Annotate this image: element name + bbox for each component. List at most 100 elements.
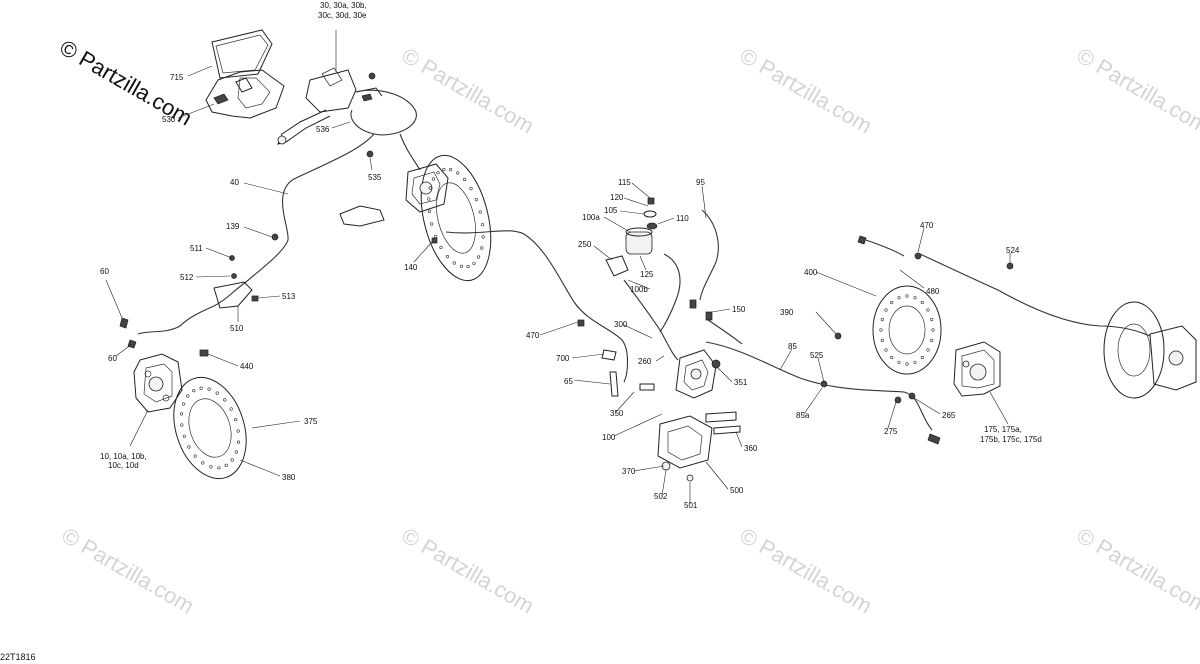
disc-vent-hole <box>477 255 481 259</box>
callout-label: 375 <box>304 417 318 426</box>
callout-label: 40 <box>230 178 239 187</box>
leader-lines <box>105 30 1011 504</box>
callout-label: 105 <box>604 206 618 215</box>
callout-label: 536 <box>316 125 330 134</box>
disc-vent-hole <box>430 222 434 226</box>
callout-label: 139 <box>226 222 240 231</box>
part-labels: 30, 30a, 30b, 30c, 30d, 30e 715 530 536 … <box>100 1 1042 510</box>
callout-label: 85 <box>788 342 797 351</box>
disc-vent-hole <box>187 445 191 449</box>
callout-label: 150 <box>732 305 746 314</box>
callout-label: 115 <box>618 178 631 187</box>
disc-vent-hole <box>880 338 884 343</box>
disc-vent-hole <box>224 463 228 468</box>
callout-label: 175b, 175c, 175d <box>980 435 1042 444</box>
disc-vent-hole <box>427 209 432 213</box>
disc-vent-hole <box>230 458 234 462</box>
callout-label: 125 <box>640 270 654 279</box>
callout-label: 470 <box>920 221 934 230</box>
watermark-group: © Partzilla.com © Partzilla.com © Partzi… <box>58 43 1200 619</box>
callout-label: 95 <box>696 178 705 187</box>
rear-right-caliper-disc <box>1103 301 1197 399</box>
disc-vent-hole <box>456 171 460 175</box>
front-right-caliper-disc <box>339 154 492 282</box>
callout-label: 351 <box>734 378 748 387</box>
callout-label: 65 <box>564 377 573 386</box>
callout-label: 100a <box>582 213 600 222</box>
callout-label: 60 <box>100 267 109 276</box>
disc-vent-hole <box>445 255 450 259</box>
disc-vent-hole <box>215 391 219 395</box>
callout-label: 380 <box>282 473 296 482</box>
callout-label: 350 <box>610 409 624 418</box>
callout-label: 470 <box>526 331 540 340</box>
disc-vent-hole <box>442 167 446 172</box>
disc-vent-hole <box>207 387 211 391</box>
watermark: © Partzilla.com <box>1073 43 1200 139</box>
disc-vent-hole <box>930 338 934 343</box>
disc-vent-hole <box>179 412 184 416</box>
callout-label: 524 <box>1006 246 1020 255</box>
disc-vent-hole <box>913 360 917 364</box>
callout-label: 110 <box>676 214 689 223</box>
callout-label: 513 <box>282 292 296 301</box>
callout-label: 400 <box>804 268 818 277</box>
diagram-code: 22T1816 <box>0 652 36 662</box>
front-left-brake-disc <box>173 376 247 480</box>
callout-label: 60 <box>108 354 117 363</box>
handlebar-master-cylinder-assembly <box>205 29 383 145</box>
watermark: © Partzilla.com <box>58 523 199 619</box>
rear-caliper-disc <box>872 285 1001 397</box>
front-left-caliper <box>119 317 209 413</box>
disc-vent-hole <box>229 407 233 411</box>
disc-vent-hole <box>234 418 238 422</box>
disc-vent-hole <box>466 264 470 269</box>
disc-vent-hole <box>905 294 909 298</box>
disc-vent-hole <box>481 235 485 239</box>
disc-vent-hole <box>193 454 197 458</box>
disc-vent-hole <box>890 355 894 360</box>
callout-label: 500 <box>730 486 744 495</box>
disc-vent-hole <box>884 348 888 352</box>
disc-vent-hole <box>236 429 240 433</box>
watermark: © Partzilla.com <box>736 523 877 619</box>
watermark: © Partzilla.com <box>398 43 539 139</box>
disc-vent-hole <box>474 198 478 202</box>
callout-label: 140 <box>404 263 418 272</box>
disc-vent-hole <box>439 245 443 250</box>
disc-vent-hole <box>463 177 467 181</box>
disc-vent-hole <box>930 317 934 322</box>
disc-vent-hole <box>182 434 186 438</box>
disc-vent-hole <box>182 402 186 406</box>
callout-label: 30, 30a, 30b, <box>320 1 367 10</box>
callout-label: 530 <box>162 115 176 124</box>
callout-label: 715 <box>170 73 184 82</box>
callout-label: 501 <box>684 501 698 510</box>
disc-vent-hole <box>897 296 901 300</box>
callout-label: 512 <box>180 273 194 282</box>
disc-vent-hole <box>931 328 935 332</box>
callout-label: 525 <box>810 351 824 360</box>
disc-vent-hole <box>481 223 485 227</box>
abs-module-and-reservoir <box>601 197 741 482</box>
disc-vent-hole <box>913 296 917 300</box>
callout-label: 85a <box>796 411 810 420</box>
callout-label: 265 <box>942 411 956 420</box>
callout-label: 30c, 30d, 30e <box>318 11 367 20</box>
callout-label: 260 <box>638 357 652 366</box>
disc-vent-hole <box>480 246 484 250</box>
callout-label: 250 <box>578 240 592 249</box>
callout-label: 10, 10a, 10b, <box>100 452 147 461</box>
disc-vent-hole <box>469 186 473 191</box>
disc-vent-hole <box>890 300 894 305</box>
disc-vent-hole <box>897 360 901 364</box>
callout-label: 175, 175a, <box>984 425 1022 434</box>
disc-vent-hole <box>472 261 476 265</box>
callout-label: 502 <box>654 492 668 501</box>
disc-vent-hole <box>192 389 196 393</box>
disc-vent-hole <box>926 308 930 312</box>
callout-label: 440 <box>240 362 254 371</box>
disc-vent-hole <box>186 394 190 398</box>
disc-vent-hole <box>478 210 482 214</box>
